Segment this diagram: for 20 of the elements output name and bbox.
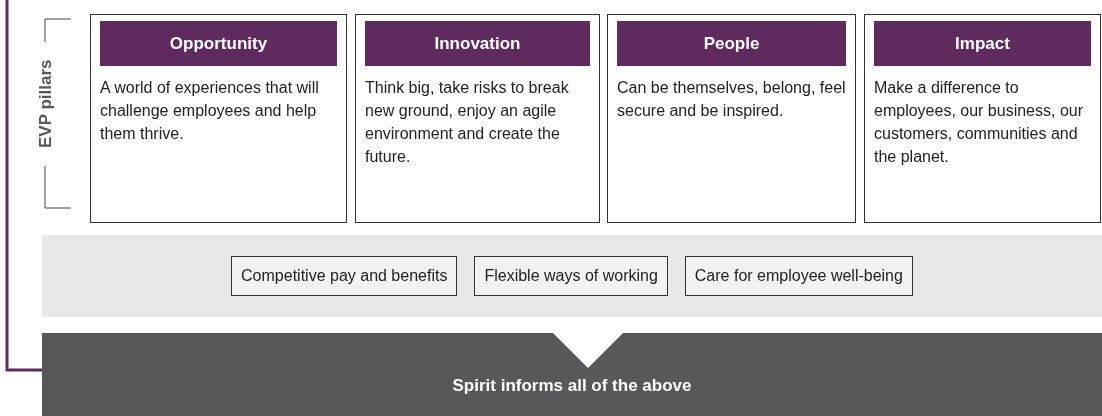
foundation-band <box>42 333 1102 416</box>
benefit-box: Care for employee well-being <box>684 256 913 296</box>
pillar-description: Make a difference to employees, our business, our customers, communities and the planet. <box>874 78 1084 167</box>
band-title: Spirit informs all of the above <box>452 374 692 397</box>
pillar-description: Can be themselves, belong, feel secure and be inspired. <box>617 78 846 121</box>
pillar-card <box>607 14 856 223</box>
benefit-box: Flexible ways of working <box>474 256 668 296</box>
pillar-card <box>355 14 600 223</box>
pillar-header: Opportunity <box>100 21 337 66</box>
pillar-card <box>90 14 347 223</box>
benefit-box: Competitive pay and benefits <box>231 256 458 296</box>
support-band <box>42 235 1102 317</box>
pillar-description: Think big, take risks to break new ground, enjoy an agile environment and create the future. <box>365 78 570 167</box>
side-label: EVP pillars <box>34 59 56 149</box>
pillar-card <box>864 14 1101 223</box>
bracket-connector <box>5 0 42 372</box>
pillar-header: Innovation <box>365 21 590 66</box>
pillar-header: People <box>617 21 846 66</box>
pillar-header: Impact <box>874 21 1091 66</box>
pillar-description: A world of experiences that will challenge employees and help them thrive. <box>100 78 320 144</box>
